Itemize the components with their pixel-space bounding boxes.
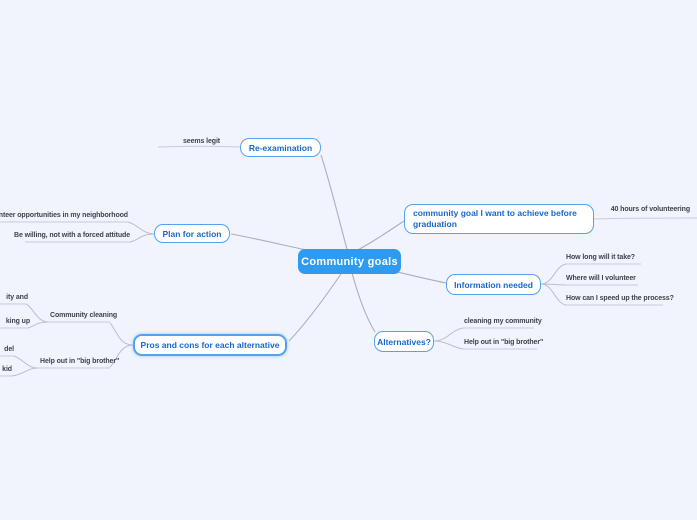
node-alternatives[interactable]: Alternatives? <box>374 331 434 352</box>
edge-help-to-fragment-kid <box>11 367 39 377</box>
label-fragment-del[interactable]: del <box>4 346 14 353</box>
edge-root-to-pros-cons <box>288 264 348 342</box>
label-fragment-king-up[interactable]: king up <box>5 318 30 325</box>
edge-info-to-speed-up <box>540 283 567 306</box>
node-re-examination[interactable]: Re-examination <box>240 138 321 157</box>
label-seems-legit[interactable]: seems legit <box>183 138 221 145</box>
label-where-volunteer[interactable]: Where will I volunteer <box>566 275 636 282</box>
edge-pros-to-community-cleaning <box>109 322 134 346</box>
label-be-willing[interactable]: Be willing, not with a forced attitude <box>14 232 130 239</box>
label-research-opportunities[interactable]: ch volunteer opportunities in my neighbo… <box>0 212 128 219</box>
node-information-needed[interactable]: Information needed <box>446 274 541 295</box>
edge-cleaning-to-fragment-king-up <box>27 321 49 329</box>
edge-alt-to-cleaning-community <box>433 327 464 342</box>
root-node-community-goals[interactable]: Community goals <box>298 249 401 274</box>
edge-root-to-re-examination <box>320 154 349 254</box>
edge-pros-to-help-big-brother <box>109 344 134 368</box>
edge-cleaning-to-fragment-ity-and <box>25 303 49 323</box>
label-how-long[interactable]: How long will it take? <box>566 254 635 261</box>
label-fragment-ity-and[interactable]: ity and <box>6 294 28 301</box>
label-help-big-brother-right[interactable]: Help out in "big brother" <box>464 339 544 346</box>
node-plan-for-action[interactable]: Plan for action <box>154 224 230 243</box>
edge-plan-to-research <box>127 221 155 235</box>
edge-alt-to-help-big-brother <box>433 340 464 350</box>
underline-seems-legit <box>157 145 241 148</box>
label-community-cleaning[interactable]: Community cleaning <box>50 312 118 319</box>
node-community-goal[interactable]: community goal I want to achieve before … <box>404 204 594 234</box>
label-forty-hours[interactable]: 40 hours of volunteering <box>610 206 690 213</box>
label-cleaning-community[interactable]: cleaning my community <box>464 318 542 325</box>
label-fragment-kid[interactable]: kid <box>2 366 12 373</box>
edge-info-to-how-long <box>540 263 567 285</box>
edge-root-to-alternatives <box>349 265 376 333</box>
node-pros-cons[interactable]: Pros and cons for each alternative <box>133 334 287 356</box>
label-help-big-brother-left[interactable]: Help out in "big brother" <box>40 358 120 365</box>
edge-help-to-fragment-del <box>13 355 39 369</box>
label-speed-up[interactable]: How can I speed up the process? <box>566 295 674 302</box>
edge-plan-to-be-willing <box>129 233 155 243</box>
underline-forty-hours <box>593 217 697 220</box>
